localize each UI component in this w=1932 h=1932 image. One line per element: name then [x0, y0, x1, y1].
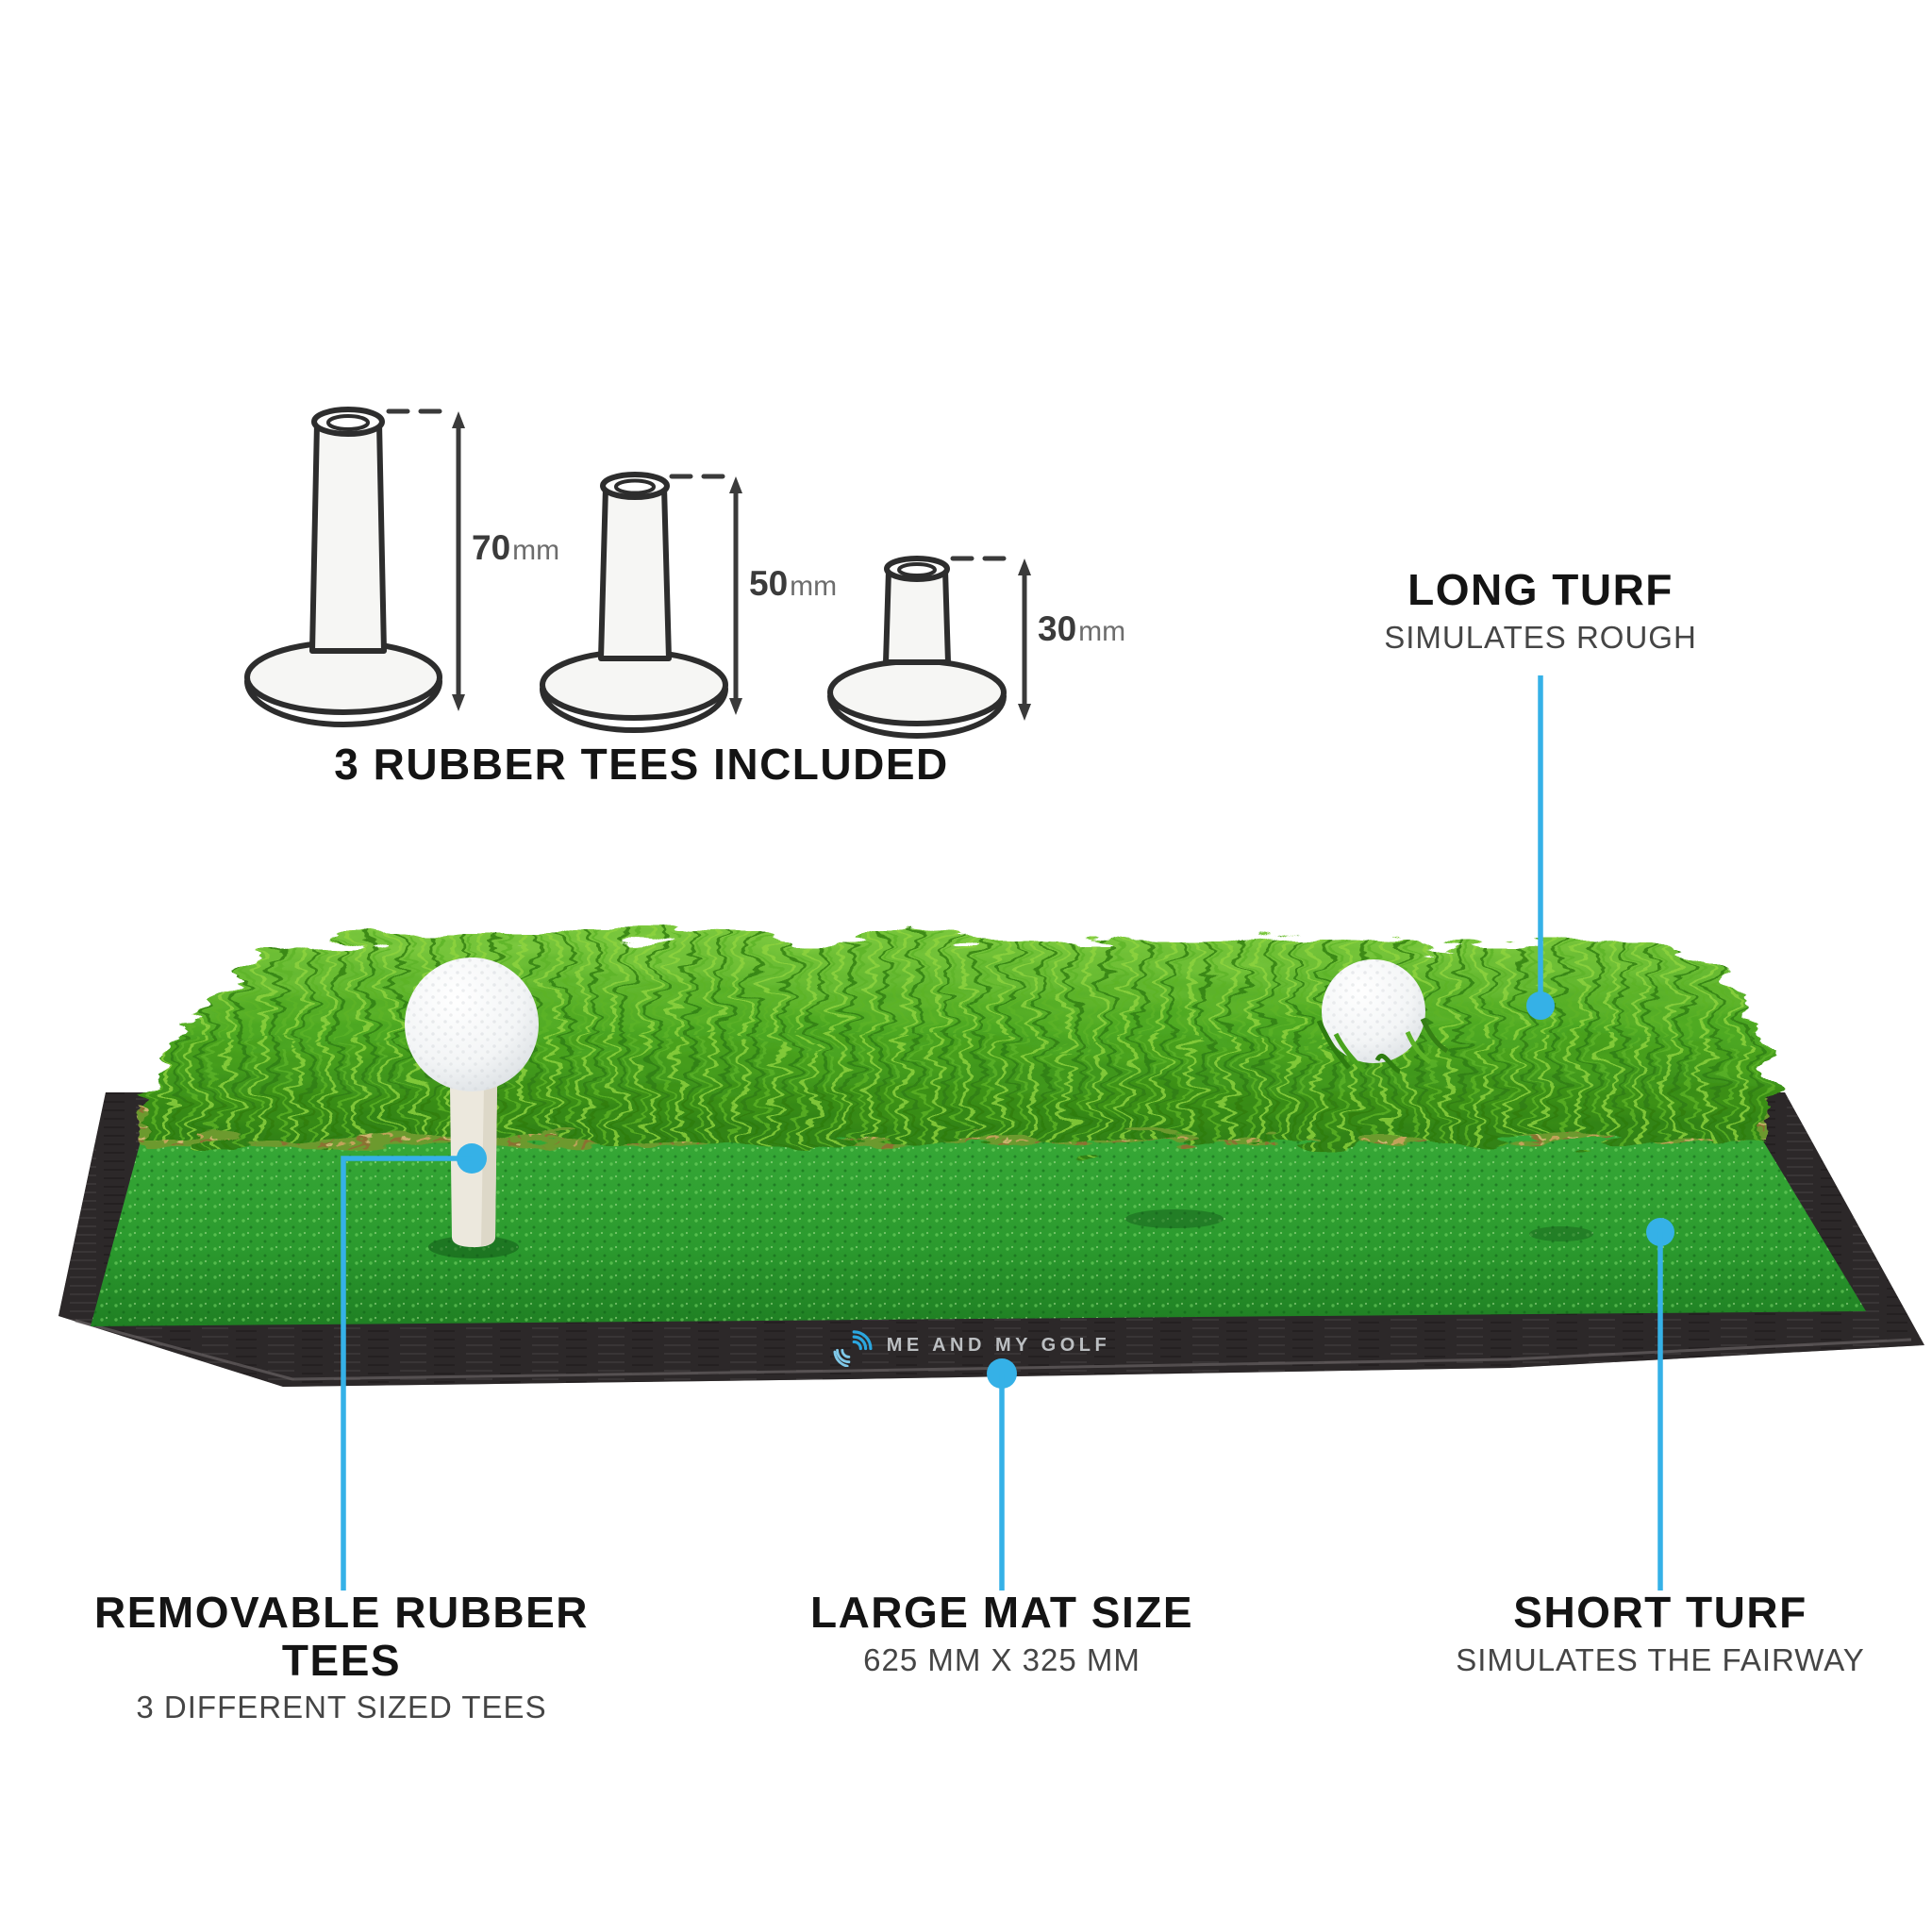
brand-logo: ME AND MY GOLF [830, 1321, 1113, 1370]
short-turf [91, 1130, 1866, 1326]
callout-removable-tees: REMOVABLE RUBBER TEES 3 DIFFERENT SIZED … [30, 1589, 653, 1724]
callout-connectors [341, 675, 1674, 1591]
callout-long-turf: LONG TURF SIMULATES ROUGH [1328, 566, 1753, 655]
tee-70mm [244, 407, 442, 727]
callout-subtitle: 625 MM X 325 MM [863, 1641, 1141, 1677]
long-turf-connector [1526, 675, 1555, 1020]
tee-size-diagram [244, 407, 1031, 739]
callout-short-turf: SHORT TURF SIMULATES THE FAIRWAY [1368, 1589, 1932, 1677]
tee-height-unit: mm [512, 535, 560, 566]
rubber-tee-with-ball [405, 958, 539, 1258]
tee-height-unit: mm [790, 571, 838, 602]
callout-title: SHORT TURF [1513, 1588, 1807, 1637]
measurement-guides [386, 408, 1031, 721]
tee-50mm [540, 472, 728, 733]
golf-ball-in-rough [1316, 959, 1449, 1074]
callout-subtitle: SIMULATES ROUGH [1384, 619, 1697, 655]
removable-tees-connector [341, 1143, 487, 1591]
callout-title: REMOVABLE RUBBER TEES [93, 1588, 590, 1685]
callout-subtitle: SIMULATES THE FAIRWAY [1456, 1641, 1865, 1677]
tee-height-unit: mm [1078, 616, 1126, 647]
long-turf [142, 933, 1769, 1141]
brand-logo-text: ME AND MY GOLF [886, 1334, 1111, 1356]
callout-mat-size: LARGE MAT SIZE 625 MM X 325 MM [728, 1589, 1275, 1677]
tee-height-value: 30 [1038, 609, 1077, 648]
mat-photo [58, 675, 1924, 1591]
short-turf-connector [1646, 1218, 1674, 1591]
mat-size-connector [987, 1358, 1017, 1591]
brand-swoosh-icon [833, 1330, 873, 1367]
callout-title: LARGE MAT SIZE [809, 1588, 1194, 1637]
callout-subtitle: 3 DIFFERENT SIZED TEES [136, 1690, 547, 1725]
tee-30mm [827, 556, 1007, 739]
tee-height-value: 50 [749, 564, 789, 603]
callout-title: LONG TURF [1407, 565, 1674, 614]
tee-diagram-heading: 3 RUBBER TEES INCLUDED [334, 740, 949, 789]
tee-height-value: 70 [472, 528, 511, 567]
